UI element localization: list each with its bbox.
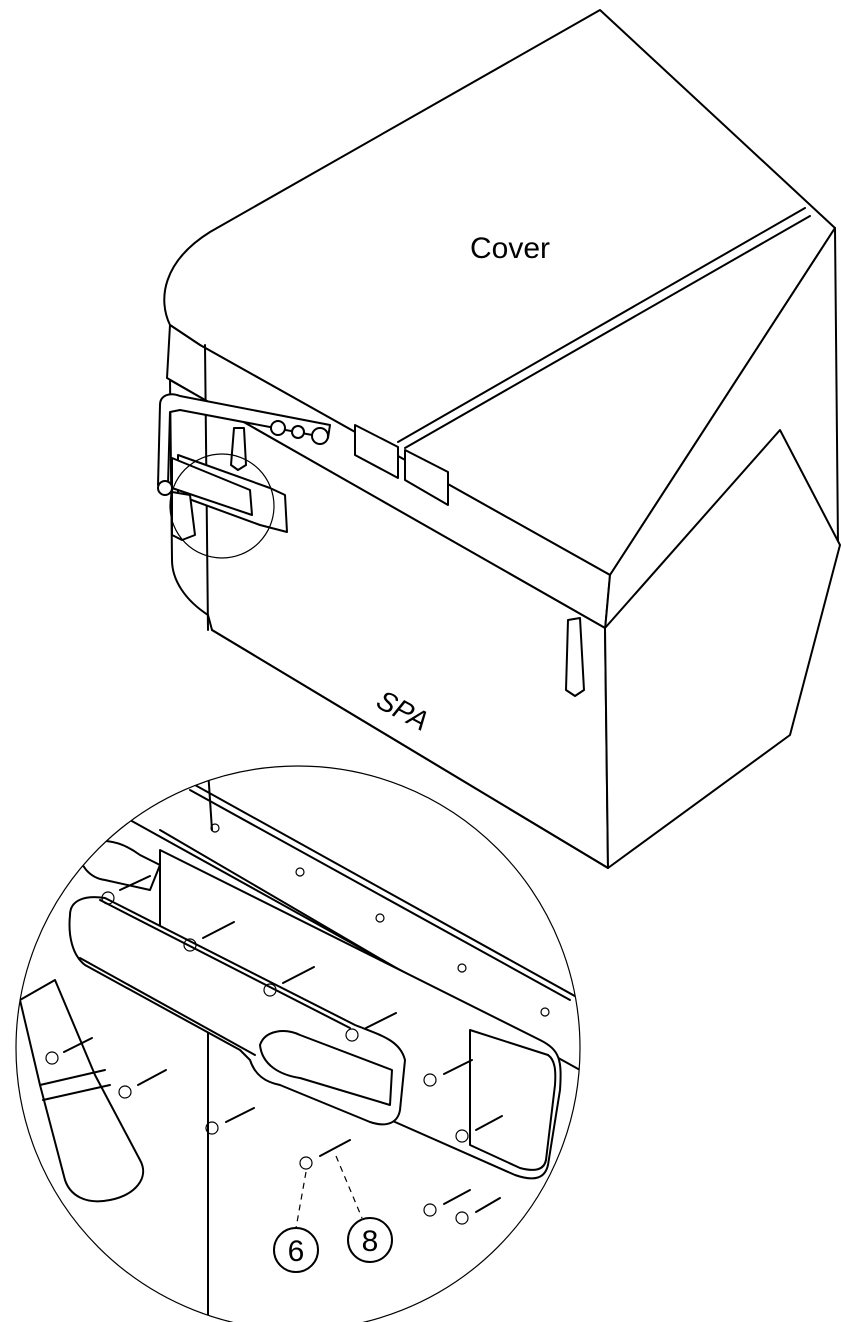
- lifter-arm-bar: [157, 393, 331, 486]
- callout-8-number: 8: [362, 1225, 379, 1258]
- detail-screws: [45, 875, 503, 1225]
- detail-handle-ridge: [99, 899, 351, 1029]
- detail-tube-collar: [39, 1069, 106, 1086]
- screw: [423, 1189, 471, 1217]
- detail-reference-circle: [169, 453, 275, 559]
- spa-base-line: [211, 629, 609, 869]
- rail-hole: [540, 1007, 550, 1017]
- cover-hinge-right: [404, 449, 449, 506]
- screw: [423, 1059, 473, 1087]
- detail-tube-collar-2: [42, 1084, 111, 1101]
- detail-upper-pipe: [78, 839, 161, 891]
- screw: [101, 875, 151, 905]
- lifter-mount-body: [171, 457, 253, 516]
- cover-lifter-arm: [157, 393, 331, 541]
- detail-rail-edge: [189, 789, 571, 1001]
- detail-rail-holes: [210, 823, 550, 1017]
- cover-strap-latch-left: [230, 427, 247, 471]
- screw: [205, 1107, 255, 1135]
- rail-hole: [457, 963, 467, 973]
- detail-handle-ridge-2: [79, 957, 256, 1056]
- screw: [263, 966, 315, 997]
- rail-hole: [375, 913, 385, 923]
- callout-6-number: 6: [288, 1235, 305, 1268]
- callout-8-leader: [335, 1155, 363, 1219]
- screw: [345, 1012, 397, 1042]
- cover-fold-seam-2: [404, 215, 811, 449]
- screw-item-8: [299, 1139, 351, 1170]
- screw: [455, 1115, 503, 1143]
- screw: [183, 921, 235, 952]
- detail-bracket-plate: [469, 1029, 557, 1171]
- callout-6-leader: [295, 1171, 307, 1229]
- lifter-pivot-3: [311, 427, 329, 445]
- rail-hole: [210, 823, 220, 833]
- screw: [45, 1037, 93, 1065]
- callouts: 6 8: [273, 1155, 393, 1273]
- callout-8-bubble: [347, 1217, 393, 1263]
- detail-view: [19, 766, 580, 1322]
- cover-fold-seam: [397, 207, 806, 443]
- lifter-pivot-2: [291, 425, 305, 439]
- cover-strap-latch: [565, 617, 585, 697]
- rail-hole: [295, 867, 305, 877]
- lifter-post: [171, 491, 196, 541]
- spa-cabinet-end: [604, 429, 841, 869]
- lifter-pivot-1: [270, 420, 286, 436]
- detail-bracket-back: [159, 849, 562, 1180]
- lifter-knob: [157, 480, 173, 496]
- cover-hinge-left: [354, 424, 399, 479]
- callout-6-bubble: [273, 1227, 319, 1273]
- spa-cover-assembly: [163, 9, 841, 869]
- screw: [455, 1197, 501, 1225]
- cover-label: Cover: [470, 232, 550, 265]
- screw: [118, 1069, 167, 1099]
- detail-handle-end: [259, 1030, 393, 1106]
- detail-circle-outline: [15, 765, 581, 1322]
